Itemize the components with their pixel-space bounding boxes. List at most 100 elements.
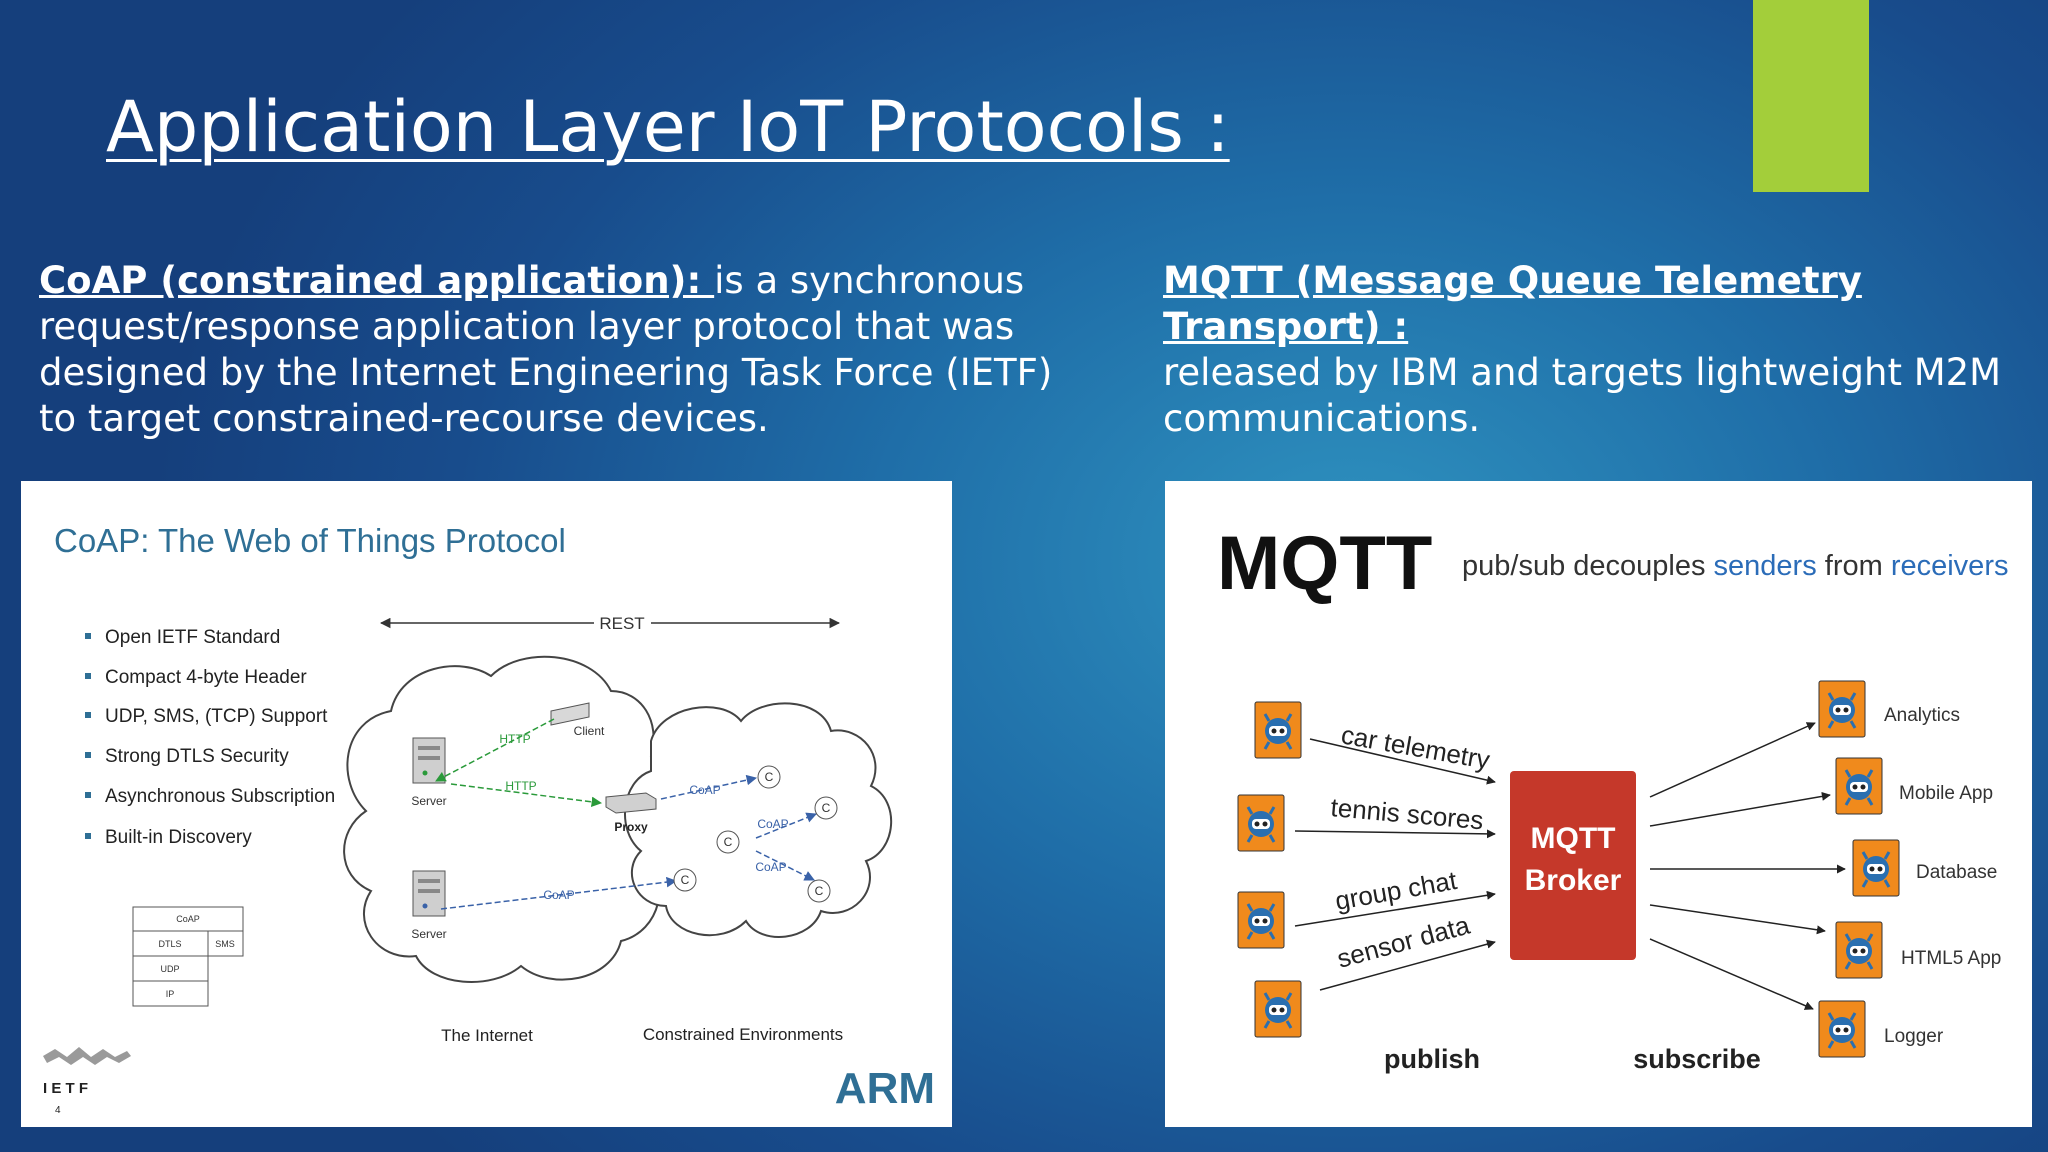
bullet-icon bbox=[85, 833, 91, 839]
subscriber-device-icon bbox=[1817, 679, 1867, 739]
node-label: C bbox=[724, 835, 733, 849]
subscriber-label: Analytics bbox=[1884, 705, 1960, 726]
mqtt-broker bbox=[1510, 771, 1636, 960]
coap-term: CoAP (constrained application): bbox=[39, 259, 715, 302]
coap-diagram: CoAP: The Web of Things Protocol Open IE… bbox=[43, 522, 935, 1116]
subscriber-device-icon bbox=[1851, 838, 1901, 898]
arm-logo: ARM bbox=[835, 1064, 935, 1113]
constrained-node-icon bbox=[673, 868, 697, 892]
coap-arrow bbox=[755, 850, 815, 881]
node-label: C bbox=[815, 884, 824, 898]
rest-label: REST bbox=[599, 614, 644, 633]
mqtt-diagram: MQTT pub/sub decouples senders from rece… bbox=[1217, 521, 2008, 1074]
node-label: C bbox=[681, 873, 690, 887]
coap-arrow bbox=[660, 774, 758, 800]
bullet-icon bbox=[85, 792, 91, 798]
node-label: C bbox=[765, 770, 774, 784]
publisher-device-icon bbox=[1253, 700, 1303, 760]
subscribe-line bbox=[1649, 722, 1816, 798]
coap-bullet: Strong DTLS Security bbox=[105, 746, 289, 767]
coap-arrow-label: CoAP bbox=[755, 860, 786, 874]
constrained-node-icon bbox=[757, 765, 781, 789]
publisher-device-icon bbox=[1236, 793, 1286, 853]
subscribe-label: subscribe bbox=[1633, 1044, 1761, 1074]
bullet-icon bbox=[85, 673, 91, 679]
subscriber-label: HTML5 App bbox=[1901, 948, 2001, 969]
bullet-icon bbox=[85, 633, 91, 639]
subscriber-label: Logger bbox=[1884, 1026, 1944, 1047]
subscribe-line bbox=[1649, 938, 1814, 1010]
subscriber-label: Mobile App bbox=[1899, 783, 1993, 804]
ietf-logo: I E T F 4 bbox=[43, 1047, 131, 1116]
constrained-label: Constrained Environments bbox=[643, 1025, 843, 1044]
bullet-icon bbox=[85, 712, 91, 718]
coap-figure-title: CoAP: The Web of Things Protocol bbox=[54, 522, 566, 559]
slide-title: Application Layer IoT Protocols : bbox=[106, 86, 1230, 168]
publish-line bbox=[1294, 890, 1496, 927]
coap-text: is a synchronous request/response applic… bbox=[39, 259, 1053, 440]
coap-figure: CoAP: The Web of Things Protocol Open IE… bbox=[21, 481, 952, 1127]
subscribe-line bbox=[1649, 791, 1831, 827]
stack-udp: UDP bbox=[160, 964, 179, 974]
protocol-stack: CoAP DTLS SMS UDP IP bbox=[132, 906, 244, 1007]
mqtt-text: released by IBM and targets lightweight … bbox=[1163, 351, 2002, 440]
publisher-topic: group chat bbox=[1333, 865, 1460, 916]
coap-arrow-label: CoAP bbox=[543, 888, 574, 902]
publish-line bbox=[1309, 738, 1496, 785]
constrained-node-icon bbox=[814, 796, 838, 820]
internet-label: The Internet bbox=[441, 1026, 533, 1045]
bullet-icon bbox=[85, 752, 91, 758]
publisher-topic: tennis scores bbox=[1329, 792, 1484, 835]
stack-coap: CoAP bbox=[176, 914, 200, 924]
stack-sms: SMS bbox=[215, 939, 235, 949]
coap-bullet: Open IETF Standard bbox=[105, 627, 280, 648]
proxy-label: Proxy bbox=[614, 820, 648, 834]
proxy-icon bbox=[605, 792, 657, 814]
publisher-device-icon bbox=[1236, 890, 1286, 950]
server-label: Server bbox=[411, 927, 446, 941]
client-label: Client bbox=[574, 724, 605, 738]
coap-arrow bbox=[755, 812, 817, 839]
publisher-topic: sensor data bbox=[1334, 910, 1474, 974]
coap-bullet: Asynchronous Subscription bbox=[105, 786, 335, 807]
accent-bar bbox=[1753, 0, 1869, 192]
mqtt-term: MQTT (Message Queue Telemetry Transport)… bbox=[1163, 259, 1862, 348]
mqtt-logo: MQTT bbox=[1217, 521, 1432, 606]
constrained-node-icon bbox=[716, 830, 740, 854]
mqtt-figure: MQTT pub/sub decouples senders from rece… bbox=[1165, 481, 2032, 1127]
coap-bullet: Compact 4-byte Header bbox=[105, 667, 307, 688]
publish-label: publish bbox=[1384, 1044, 1480, 1074]
broker-label-line2: Broker bbox=[1525, 864, 1622, 897]
svg-text:I E T F: I E T F bbox=[43, 1080, 88, 1097]
publish-line bbox=[1294, 829, 1496, 839]
subscriber-device-icon bbox=[1834, 756, 1884, 816]
coap-bullet: Built-in Discovery bbox=[105, 827, 252, 848]
http-arrow bbox=[450, 783, 603, 808]
page-number: 4 bbox=[55, 1105, 61, 1116]
coap-description: CoAP (constrained application): is a syn… bbox=[39, 258, 1089, 442]
publish-line bbox=[1319, 939, 1496, 991]
node-label: C bbox=[822, 801, 831, 815]
subscriber-device-icon bbox=[1834, 920, 1884, 980]
broker-label-line1: MQTT bbox=[1531, 822, 1616, 855]
http-label: HTTP bbox=[505, 779, 536, 793]
subscribe-line bbox=[1649, 904, 1826, 935]
http-label: HTTP bbox=[499, 732, 530, 746]
coap-bullet: UDP, SMS, (TCP) Support bbox=[105, 706, 328, 727]
http-arrow bbox=[435, 718, 555, 782]
server-icon bbox=[412, 737, 446, 784]
publisher-device-icon bbox=[1253, 979, 1303, 1039]
stack-dtls: DTLS bbox=[158, 939, 181, 949]
stack-ip: IP bbox=[166, 989, 175, 999]
server-icon bbox=[412, 870, 446, 917]
server-label: Server bbox=[411, 794, 446, 808]
coap-arrow-label: CoAP bbox=[689, 783, 720, 797]
subscriber-label: Database bbox=[1916, 862, 1997, 883]
mqtt-description: MQTT (Message Queue Telemetry Transport)… bbox=[1163, 258, 2043, 442]
subscriber-device-icon bbox=[1817, 999, 1867, 1059]
coap-arrow bbox=[440, 876, 678, 910]
publisher-topic: car telemetry bbox=[1339, 719, 1492, 775]
mqtt-tagline: pub/sub decouples senders from receivers bbox=[1462, 550, 2008, 582]
constrained-node-icon bbox=[807, 879, 831, 903]
coap-arrow-label: CoAP bbox=[757, 817, 788, 831]
